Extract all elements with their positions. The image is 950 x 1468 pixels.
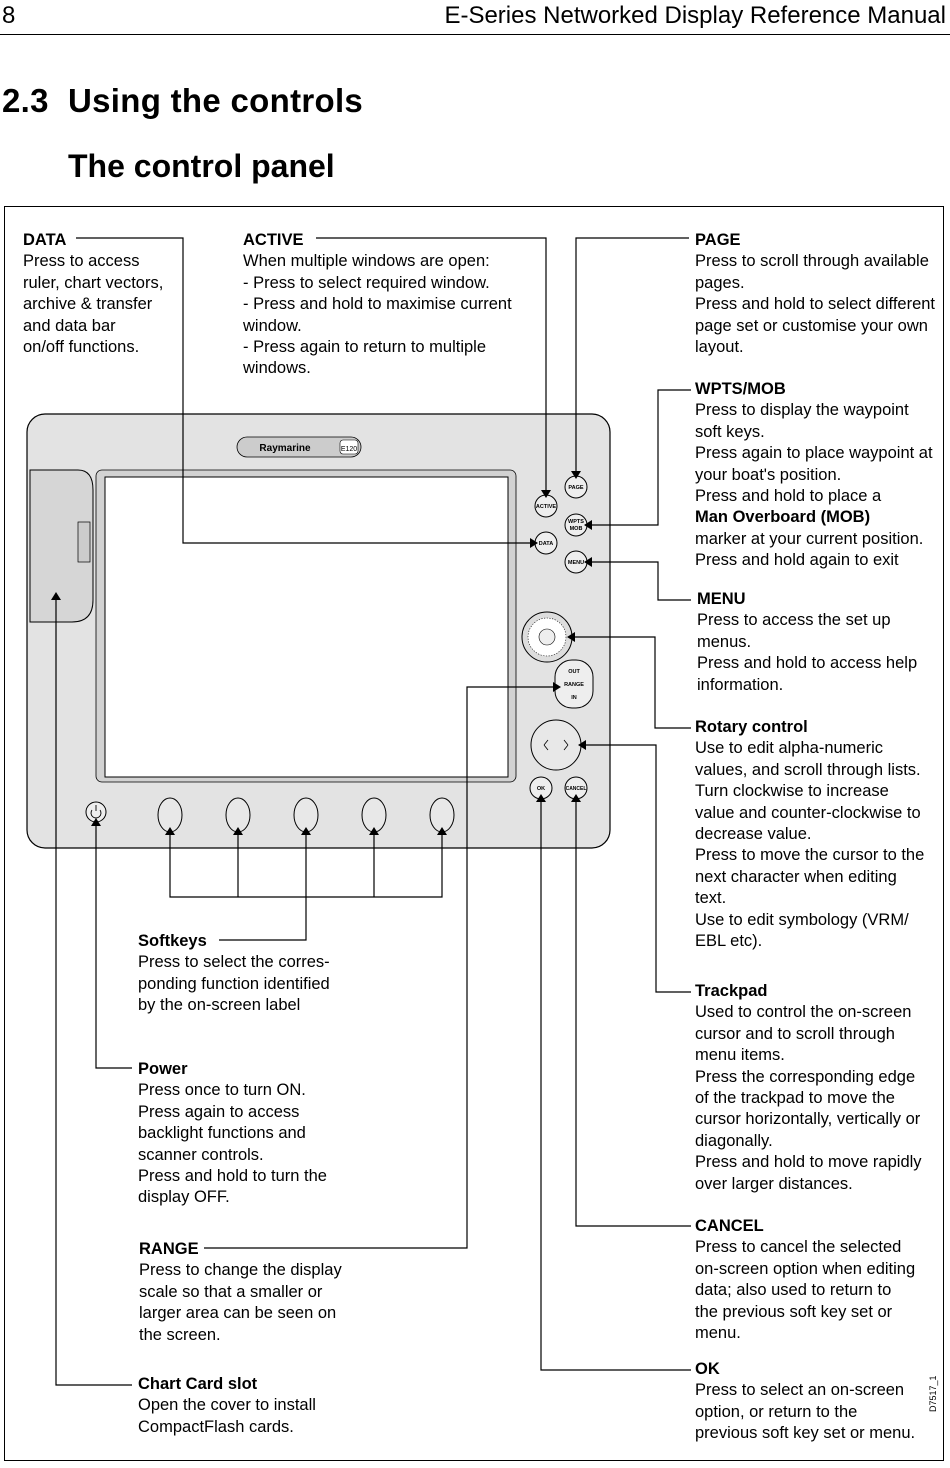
callout-menu-desc: Press to access the set up menus. Press …	[697, 611, 918, 694]
subsection-heading: The control panel	[68, 148, 335, 184]
figure-frame	[4, 206, 944, 1461]
callout-softkeys: Softkeys Press to select the corres- pon…	[138, 931, 368, 1017]
callout-active: ACTIVE When multiple windows are open: -…	[243, 230, 533, 380]
callout-cancel: CANCEL Press to cancel the selected on-s…	[695, 1216, 940, 1344]
callout-trackpad: Trackpad Used to control the on-screen c…	[695, 981, 940, 1195]
callout-softkeys-desc: Press to select the corres- ponding func…	[138, 953, 330, 1015]
callout-ok-title: OK	[695, 1360, 720, 1378]
leader-power	[95, 826, 132, 1069]
callout-power-desc: Press once to turn ON. Press again to ac…	[138, 1081, 327, 1207]
callout-chartcard-title: Chart Card slot	[138, 1375, 258, 1393]
callout-ok: OK Press to select an on-screen option, …	[695, 1359, 940, 1445]
callout-page-title: PAGE	[695, 231, 741, 249]
data-button-label: DATA	[539, 541, 553, 547]
trackpad	[530, 719, 582, 771]
callout-range-desc: Press to change the display scale so tha…	[139, 1261, 342, 1344]
callout-menu: MENU Press to access the set up menus. P…	[697, 589, 937, 696]
callout-rotary-title: Rotary control	[695, 718, 808, 736]
callout-chart-card: Chart Card slot Open the cover to instal…	[138, 1374, 368, 1438]
softkey-3	[293, 797, 319, 833]
softkey-4	[361, 797, 387, 833]
callout-softkeys-title: Softkeys	[138, 932, 207, 950]
leader-chartcard	[55, 600, 132, 1386]
page-button-label: PAGE	[568, 485, 584, 491]
softkey-5	[429, 797, 455, 833]
leader-data	[76, 237, 530, 544]
wpts-label: WPTS	[568, 519, 584, 525]
leader-range	[204, 686, 553, 1249]
callout-wpts-desc: Press to display the waypoint soft keys.…	[695, 401, 933, 506]
logo-badge	[236, 436, 362, 458]
callout-cancel-title: CANCEL	[695, 1217, 764, 1235]
leader-page	[575, 237, 689, 471]
callout-wpts-desc2: marker at your current position. Press a…	[695, 529, 924, 570]
wpts-mob-button	[564, 513, 588, 537]
model-label: E120	[341, 446, 357, 453]
callout-data: DATA Press to access ruler, chart vector…	[23, 230, 183, 358]
page-number: 8	[2, 2, 16, 29]
callout-data-title: DATA	[23, 231, 67, 249]
brand-logo: Raymarine	[259, 443, 311, 454]
softkey-1	[157, 797, 183, 833]
ok-button-label: OK	[537, 786, 545, 792]
callout-wpts-mob: WPTS/MOB Press to display the waypoint s…	[695, 379, 940, 572]
callout-menu-title: MENU	[697, 590, 746, 608]
callout-rotary-desc: Use to edit alpha-numeric values, and sc…	[695, 739, 925, 951]
leader-ok	[540, 802, 691, 1371]
figure-code: D7517_1	[928, 1375, 938, 1412]
manual-title: E-Series Networked Display Reference Man…	[444, 2, 946, 29]
leader-menu	[592, 561, 691, 601]
softkey-2	[225, 797, 251, 833]
section-title: Using the controls	[68, 82, 364, 119]
callout-chartcard-desc: Open the cover to install CompactFlash c…	[138, 1396, 316, 1436]
callout-active-desc: When multiple windows are open: - Press …	[243, 252, 512, 378]
callout-ok-desc: Press to select an on-screen option, or …	[695, 1381, 916, 1443]
callout-trackpad-desc: Used to control the on-screen cursor and…	[695, 1003, 922, 1193]
leader-rotary	[575, 636, 691, 729]
mob-label: MOB	[570, 526, 583, 532]
cancel-button-label: CANCEL	[566, 786, 587, 792]
leader-trackpad	[586, 744, 691, 993]
callout-power-title: Power	[138, 1060, 188, 1078]
range-in-label: IN	[571, 695, 577, 701]
leader-active	[316, 237, 547, 490]
callout-page: PAGE Press to scroll through available p…	[695, 230, 940, 358]
screen	[104, 476, 509, 778]
leader-wpts	[592, 389, 691, 526]
callout-range: RANGE Press to change the display scale …	[139, 1239, 369, 1346]
callout-wpts-bold: Man Overboard (MOB)	[695, 508, 871, 527]
section-number: 2.3	[2, 82, 49, 119]
chart-card-cover	[29, 469, 94, 623]
range-out-label: OUT	[568, 669, 580, 675]
callout-range-title: RANGE	[139, 1240, 199, 1258]
callout-active-title: ACTIVE	[243, 231, 304, 249]
callout-trackpad-title: Trackpad	[695, 982, 768, 1000]
leader-cancel	[575, 802, 691, 1227]
callout-page-desc: Press to scroll through available pages.…	[695, 252, 936, 357]
menu-button-label: MENU	[568, 560, 584, 566]
callout-cancel-desc: Press to cancel the selected on-screen o…	[695, 1238, 916, 1343]
callout-data-desc: Press to access ruler, chart vectors, ar…	[23, 252, 164, 357]
leader-softkeys	[219, 835, 307, 941]
callout-wpts-title: WPTS/MOB	[695, 380, 786, 398]
section-heading: 2.3 Using the controls	[2, 82, 363, 120]
callout-power: Power Press once to turn ON. Press again…	[138, 1059, 368, 1209]
range-label: RANGE	[564, 682, 584, 688]
active-button-label: ACTIVE	[536, 504, 557, 510]
callout-rotary: Rotary control Use to edit alpha-numeric…	[695, 717, 940, 952]
page-header: 8 E-Series Networked Display Reference M…	[0, 0, 950, 35]
